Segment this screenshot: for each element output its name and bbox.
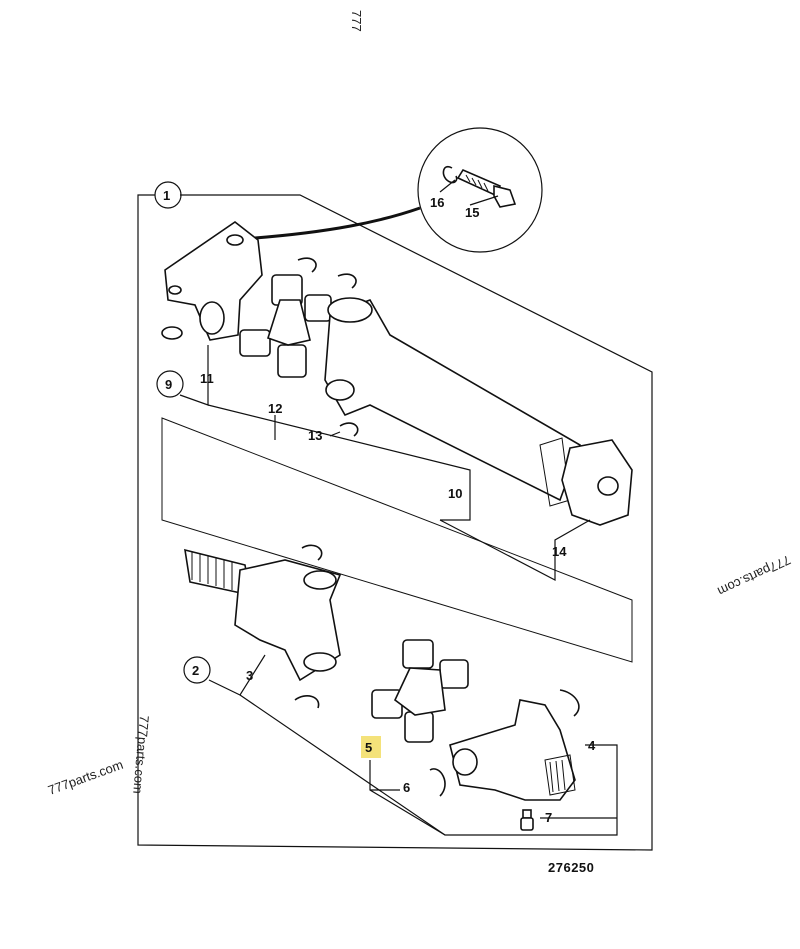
callout-11: 11 bbox=[200, 371, 214, 386]
callout-circle-9 bbox=[156, 370, 184, 398]
callout-5: 5 bbox=[365, 740, 372, 755]
cross-joint-upper-part bbox=[239, 274, 332, 378]
flange-yoke-part bbox=[161, 221, 263, 341]
subassembly-frame bbox=[161, 417, 633, 663]
callout-14: 14 bbox=[552, 544, 567, 559]
callout-circle-1 bbox=[154, 181, 182, 209]
assembly-frame bbox=[137, 194, 653, 851]
callout-16: 16 bbox=[430, 195, 444, 210]
circlip-part bbox=[559, 689, 580, 717]
watermark-text: 777parts.com bbox=[130, 715, 152, 795]
end-cap-part bbox=[561, 439, 633, 526]
callout-1: 1 bbox=[163, 188, 170, 203]
screw-part bbox=[520, 809, 534, 831]
callout-3: 3 bbox=[246, 668, 253, 683]
circlip-part bbox=[294, 695, 320, 709]
slip-yoke-part bbox=[449, 699, 576, 801]
shaft-tube-part bbox=[324, 297, 581, 507]
bolt-part bbox=[456, 168, 517, 208]
callout-2: 2 bbox=[192, 663, 199, 678]
callout-10: 10 bbox=[448, 486, 462, 501]
callout-15: 15 bbox=[465, 205, 479, 220]
drawing-number: 276250 bbox=[548, 860, 594, 875]
circlip-part bbox=[337, 273, 357, 289]
callout-7: 7 bbox=[545, 810, 552, 825]
splined-yoke-part bbox=[184, 548, 342, 682]
washer-part bbox=[442, 165, 458, 184]
callout-4: 4 bbox=[588, 738, 596, 753]
circlip-part bbox=[339, 422, 359, 437]
watermark-text: 777 bbox=[349, 10, 364, 32]
callout-13: 13 bbox=[308, 428, 322, 443]
callout-circle-2 bbox=[183, 656, 211, 684]
detail-circle bbox=[417, 127, 543, 253]
circlip-part bbox=[429, 768, 446, 797]
callout-highlight bbox=[361, 736, 381, 758]
leader-lines bbox=[179, 179, 618, 836]
watermark-text: 777parts.com bbox=[46, 757, 125, 798]
circlip-part bbox=[301, 544, 323, 561]
callout-9: 9 bbox=[165, 377, 172, 392]
circlip-part bbox=[297, 257, 317, 273]
watermark-text: 777parts.com bbox=[715, 552, 793, 599]
callout-6: 6 bbox=[403, 780, 410, 795]
callout-12: 12 bbox=[268, 401, 282, 416]
cross-joint-lower-part bbox=[371, 639, 469, 743]
detail-leader bbox=[254, 206, 421, 240]
